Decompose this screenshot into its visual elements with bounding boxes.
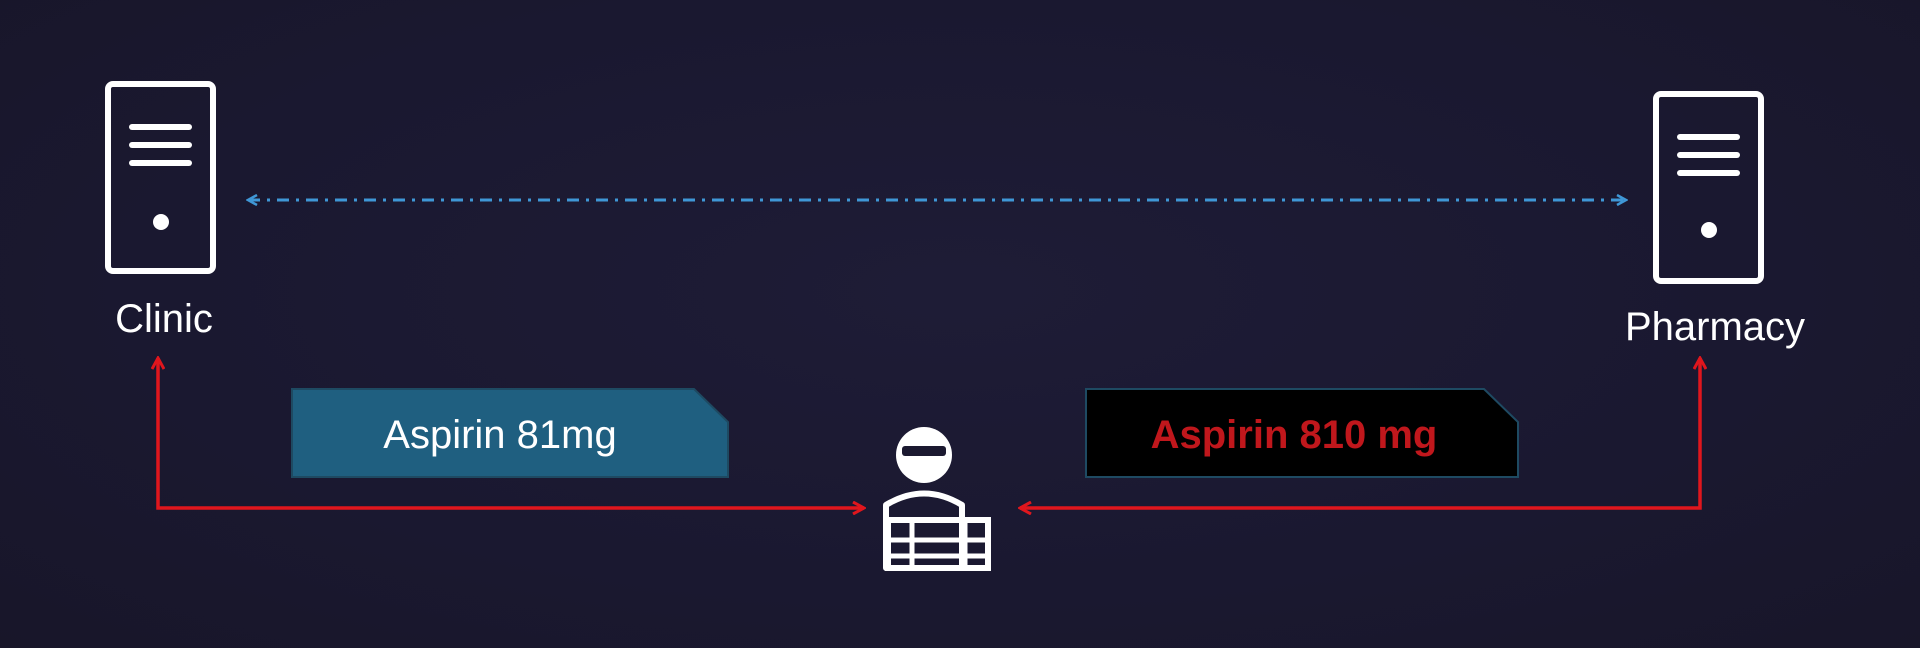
pharmacy-server-icon [1653,91,1764,284]
tampered-message-tag: Aspirin 810 mg [1085,388,1519,478]
original-message-tag: Aspirin 81mg [291,388,729,478]
original-message-text: Aspirin 81mg [383,413,616,457]
pharmacy-label: Pharmacy [1625,305,1805,349]
attacker-pharmacy-arrow [1020,358,1700,508]
clinic-attacker-arrow [158,358,864,508]
tampered-message-text: Aspirin 810 mg [1151,413,1438,457]
clinic-label: Clinic [115,297,213,341]
hacker-icon [883,427,991,571]
clinic-server-icon [105,81,216,274]
